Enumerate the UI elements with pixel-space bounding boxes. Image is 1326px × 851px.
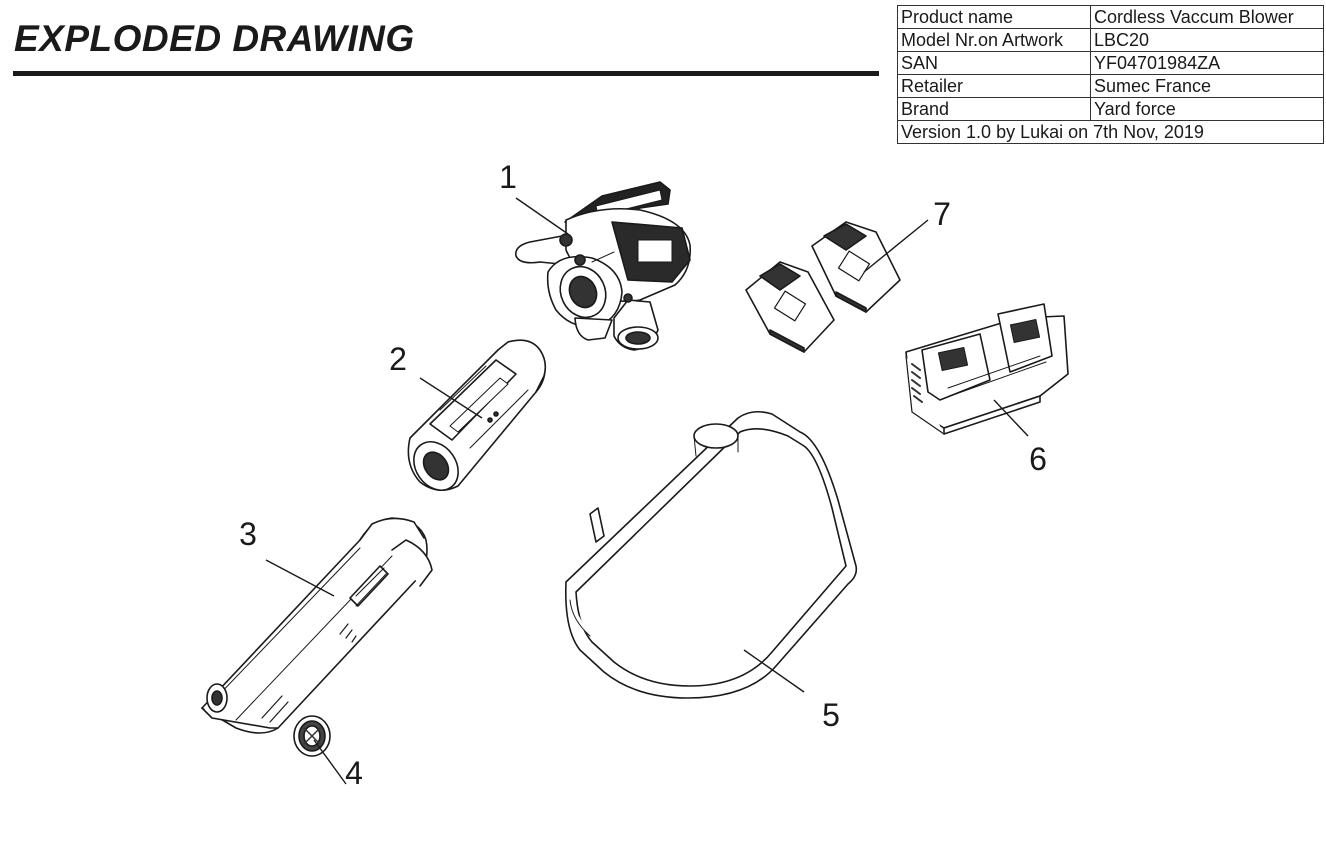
leader-line-1	[515, 197, 569, 235]
product-info-table: Product name Cordless Vaccum Blower Mode…	[897, 5, 1324, 144]
callout-7: 7	[933, 196, 951, 232]
callout-1: 1	[499, 159, 517, 195]
leader-line-2	[419, 377, 483, 419]
model-value: LBC20	[1090, 28, 1324, 52]
callout-3: 3	[239, 516, 257, 552]
leader-line-3	[265, 559, 335, 597]
leader-lines	[265, 197, 1029, 785]
part-7-batteries	[745, 221, 901, 353]
retailer-label: Retailer	[897, 74, 1091, 98]
san-value: YF04701984ZA	[1090, 51, 1324, 75]
table-row: Version 1.0 by Lukai on 7th Nov, 2019	[897, 120, 1324, 144]
part-3-blower-tube	[201, 517, 433, 734]
callout-6: 6	[1029, 441, 1047, 477]
table-row: Brand Yard force	[897, 97, 1324, 121]
leader-line-7	[863, 219, 929, 273]
callout-5: 5	[822, 697, 840, 733]
part-4-wheel	[293, 715, 331, 757]
leader-line-5	[743, 649, 805, 693]
part-1-blower-housing	[514, 181, 692, 351]
table-row: Model Nr.on Artwork LBC20	[897, 28, 1324, 52]
title-underline	[13, 71, 879, 76]
callout-4: 4	[345, 755, 363, 791]
table-row: Retailer Sumec France	[897, 74, 1324, 98]
leader-line-4	[313, 739, 347, 785]
san-label: SAN	[897, 51, 1091, 75]
part-5-collection-bag	[564, 410, 858, 699]
brand-value: Yard force	[1090, 97, 1324, 121]
part-6-dual-charger	[905, 303, 1069, 435]
callout-2: 2	[389, 341, 407, 377]
version-note: Version 1.0 by Lukai on 7th Nov, 2019	[897, 120, 1324, 144]
table-row: SAN YF04701984ZA	[897, 51, 1324, 75]
part-2-inner-tube	[407, 339, 547, 491]
product-name-label: Product name	[897, 5, 1091, 29]
retailer-value: Sumec France	[1090, 74, 1324, 98]
leader-line-6	[993, 399, 1029, 437]
page-title: EXPLODED DRAWING	[14, 18, 415, 59]
